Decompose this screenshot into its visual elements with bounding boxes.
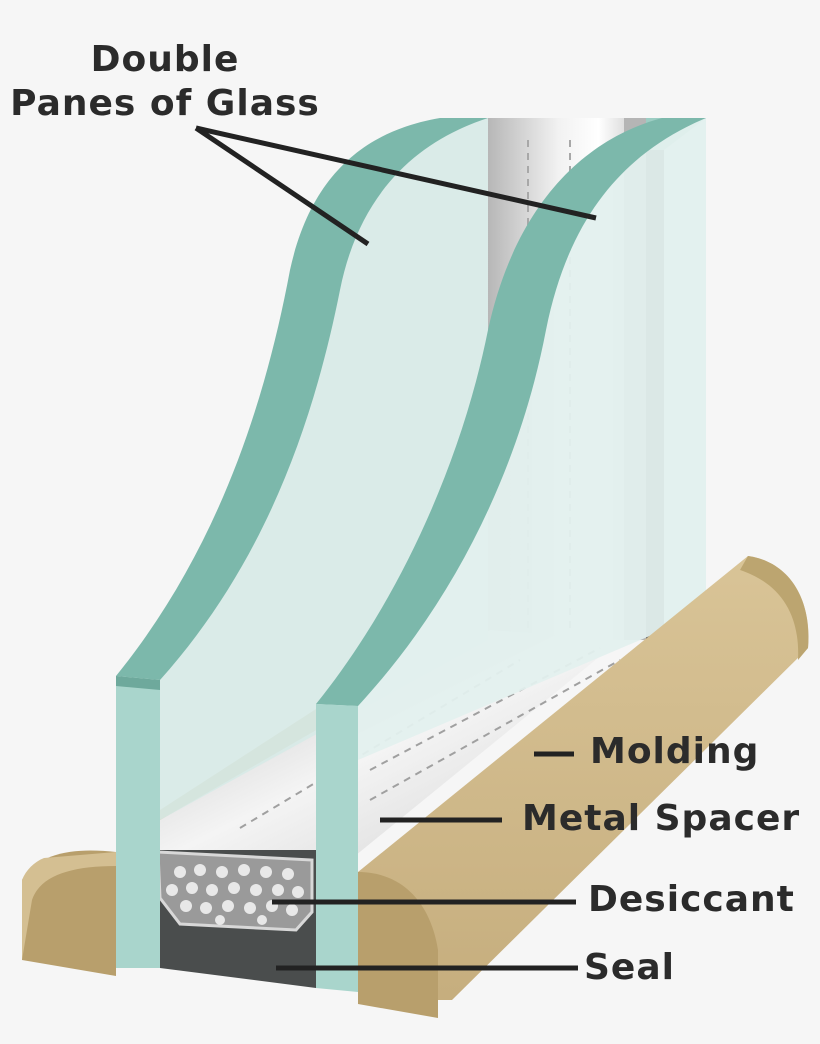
- desiccant-container: [156, 850, 314, 932]
- desiccant-label: Desiccant: [588, 879, 795, 920]
- seal-label: Seal: [584, 947, 675, 988]
- metal-spacer-label: Metal Spacer: [522, 798, 801, 839]
- molding-label: Molding: [590, 731, 760, 772]
- leader-lines: [194, 125, 597, 971]
- second-glass-pane: [316, 118, 706, 992]
- double-panes-label: Double Panes of Glass: [0, 38, 330, 126]
- front-molding-right: [358, 556, 809, 1018]
- double-panes-label-line1: Double: [90, 39, 240, 80]
- double-panes-label-line2: Panes of Glass: [10, 83, 320, 124]
- leader-line-pane-front: [194, 125, 370, 247]
- front-molding-left: [22, 850, 116, 976]
- leader-line-pane-rear: [195, 125, 597, 221]
